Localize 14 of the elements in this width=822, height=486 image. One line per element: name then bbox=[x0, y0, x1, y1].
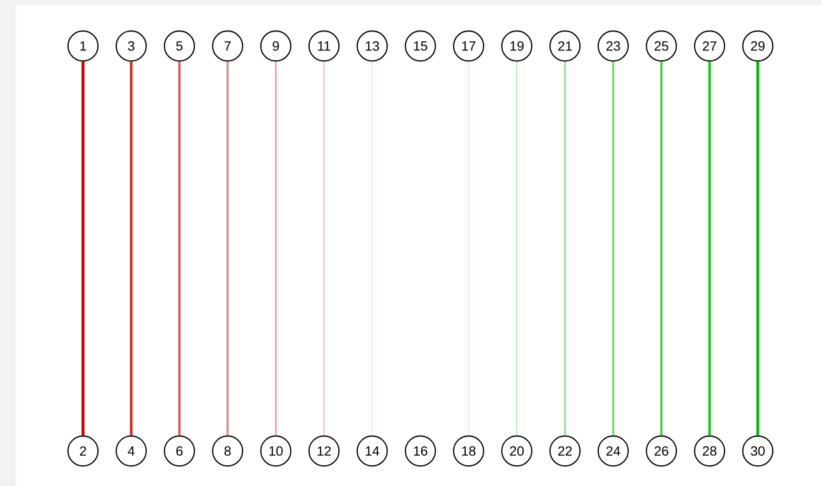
line bbox=[130, 62, 133, 436]
line bbox=[82, 62, 84, 436]
line bbox=[516, 62, 518, 436]
line bbox=[756, 62, 760, 436]
line bbox=[226, 62, 229, 436]
line bbox=[323, 62, 325, 436]
line bbox=[564, 62, 566, 436]
line bbox=[178, 62, 181, 436]
line bbox=[612, 62, 614, 436]
line bbox=[372, 61, 373, 436]
line bbox=[708, 62, 711, 436]
line bbox=[468, 61, 470, 436]
line bbox=[274, 62, 277, 436]
line bbox=[660, 62, 663, 436]
